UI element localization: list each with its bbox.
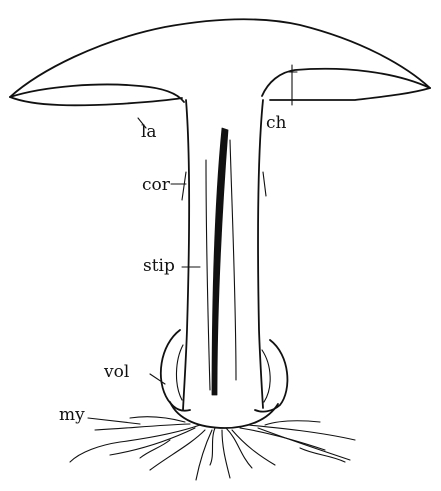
pileus-cap xyxy=(10,19,430,105)
volva xyxy=(161,330,288,412)
label-ch: ch xyxy=(266,113,287,133)
label-my: my xyxy=(59,405,85,425)
label-vol: vol xyxy=(103,362,129,382)
label-stip: stip xyxy=(143,256,175,276)
mycelium xyxy=(70,417,355,480)
label-cor: cor xyxy=(142,175,171,195)
label-la: la xyxy=(141,122,157,142)
vol-leader xyxy=(150,374,165,384)
my-leader xyxy=(88,418,140,424)
stipe xyxy=(183,100,263,410)
leader-lines xyxy=(88,184,200,424)
